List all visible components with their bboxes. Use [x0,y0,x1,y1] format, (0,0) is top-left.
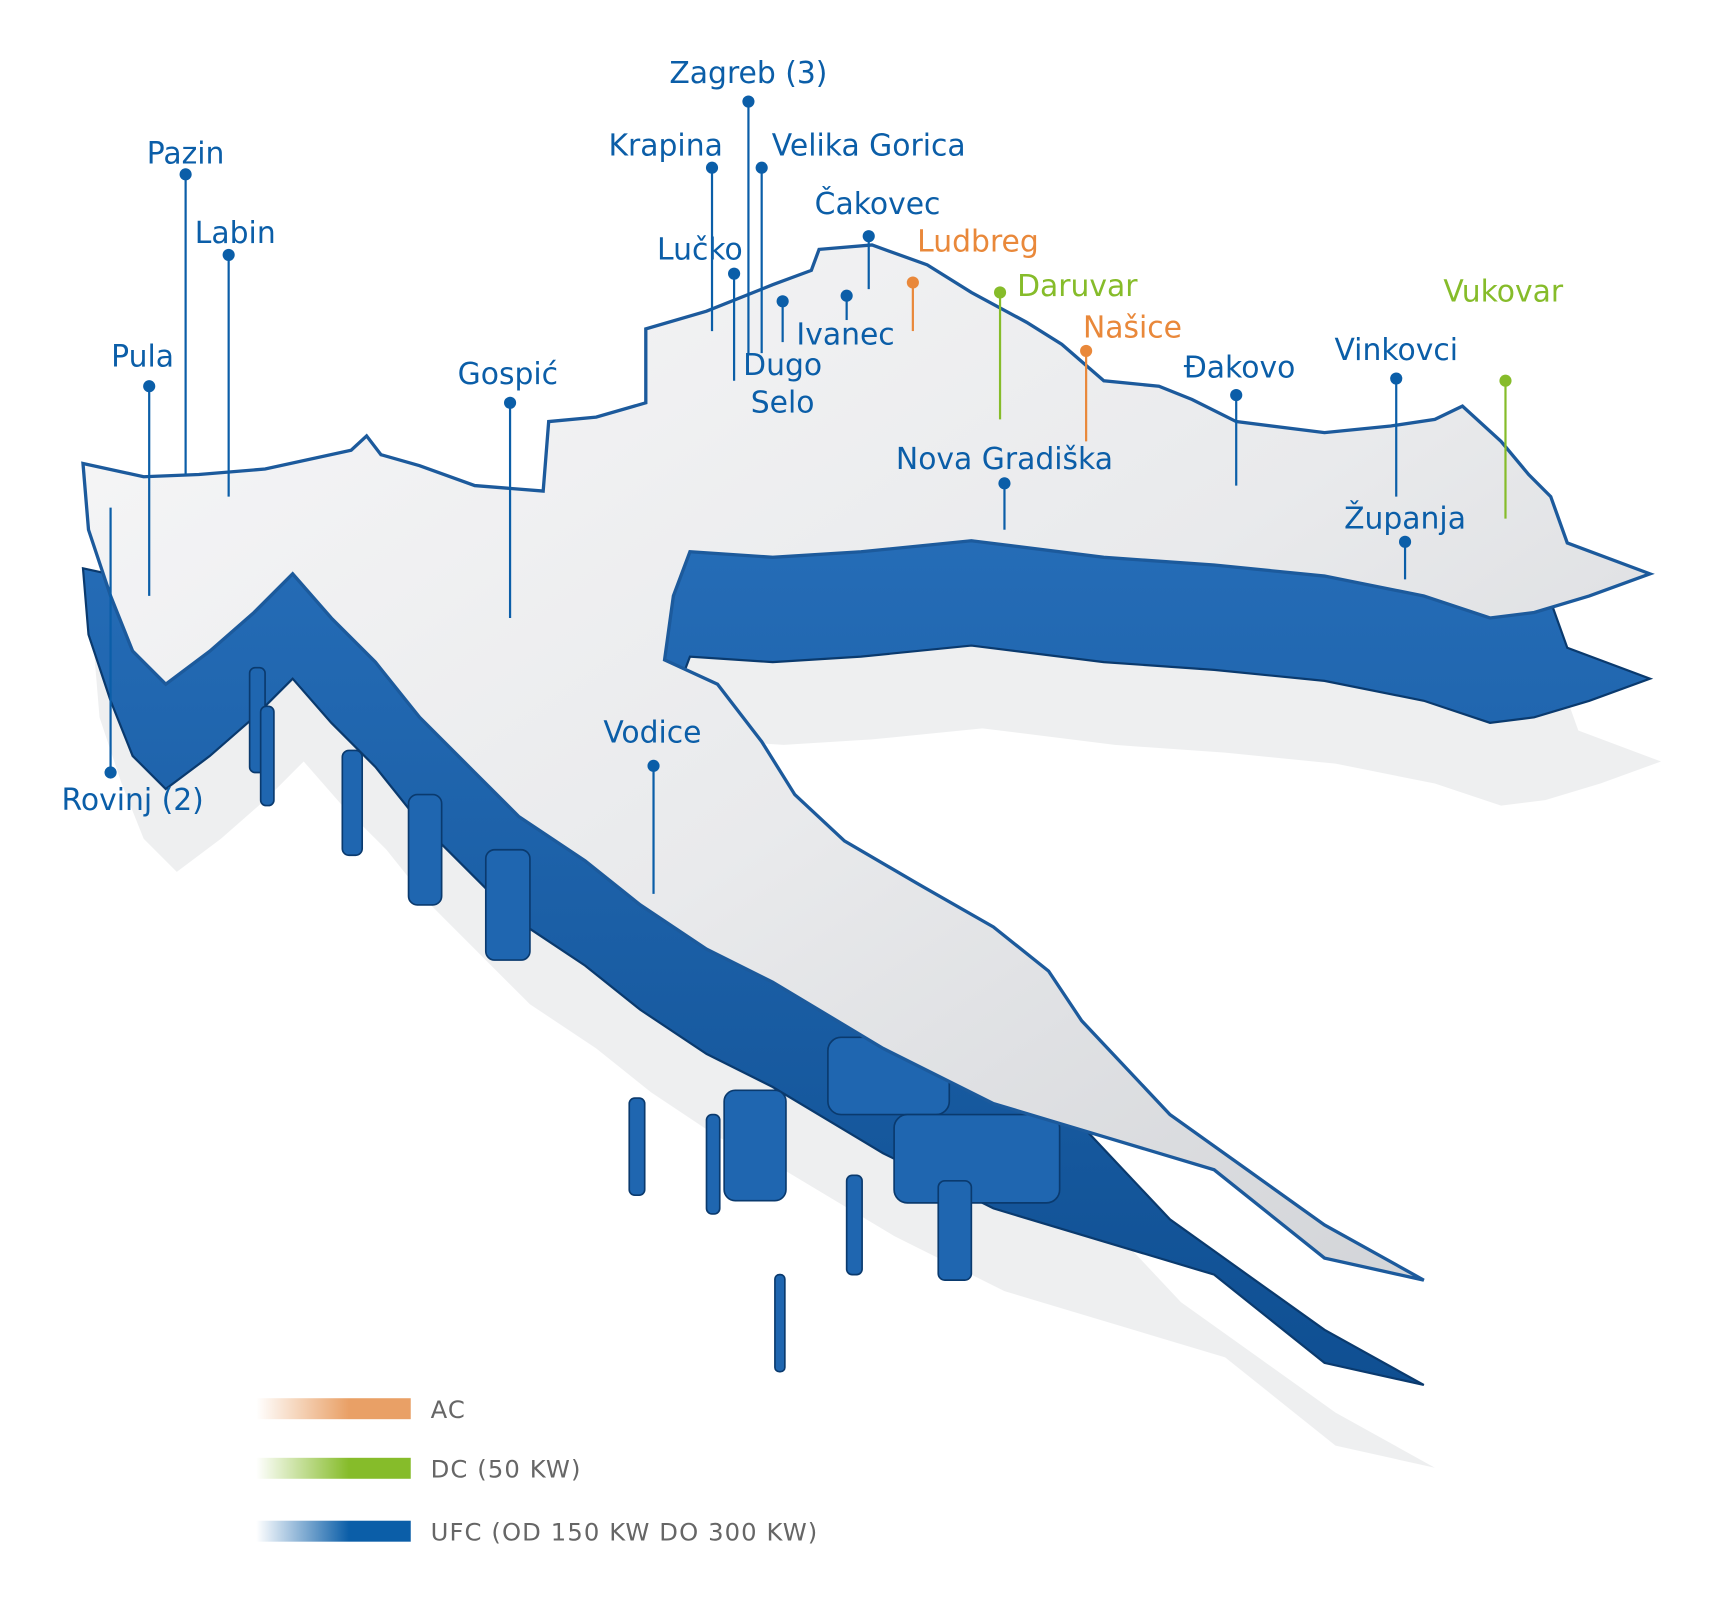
pin-akovo: Đakovo [1184,350,1296,486]
pin-dot-icon [1398,535,1412,548]
location-label: Dugo [743,348,822,383]
location-label: Ludbreg [917,225,1039,260]
pin-dot-icon [222,248,235,261]
legend-swatch-ufc [256,1520,411,1542]
location-label: Rovinj (2) [62,783,204,818]
pin-ivanec: Ivanec [796,289,895,352]
pin-dot-icon [104,766,117,779]
pin-daruvar: Daruvar [993,269,1138,420]
pin-vukovar: Vukovar [1443,274,1564,519]
pin-vinkovci: Vinkovci [1334,333,1458,497]
pin-dot-icon [647,759,660,772]
pin-velika-gorica: Velika Gorica [755,129,966,354]
pin-dot-icon [998,477,1011,490]
location-label: Gospić [458,357,558,392]
location-label: Ivanec [796,317,894,352]
pin-lu-ko: Lučko [657,232,743,381]
location-label: Pazin [147,136,225,171]
map-top-surface [81,243,1655,1282]
pin-akovec: Čakovec [815,185,941,290]
pin-pula: Pula [111,339,174,596]
pin-dot-icon [862,230,875,243]
pin-gospi: Gospić [458,357,558,618]
pin-nova-gradi-ka: Nova Gradiška [896,442,1113,530]
pin-dot-icon [840,289,853,302]
pin-na-ice: Našice [1080,311,1182,442]
location-pins: Zagreb (3) Krapina Velika GoricaČakovecLud… [62,56,1564,894]
legend-label-dc: DC (50 KW) [431,1455,582,1484]
location-label: Krapina [609,129,723,164]
pin-upanja: Županja [1344,501,1466,580]
location-label: Čakovec [815,185,941,222]
pin-rovinj-2: Rovinj (2) [62,507,204,818]
location-label: Lučko [657,232,743,267]
pin-pazin: Pazin [147,136,225,475]
location-label: Velika Gorica [772,129,966,164]
location-label: Daruvar [1017,269,1138,304]
pin-dot-icon [993,286,1007,299]
location-label: Vinkovci [1334,333,1458,368]
pin-dot-icon [503,396,517,409]
location-label: Našice [1083,311,1182,346]
pin-zagreb-3: Zagreb (3) [669,56,827,354]
legend: AC DC (50 KW) UFC (OD 150 KW DO 300 KW) [256,1395,819,1547]
pin-dot-icon [906,276,919,289]
pin-vodice: Vodice [603,716,702,894]
location-label: Vukovar [1443,274,1564,309]
location-label: Pula [111,339,174,374]
legend-label-ac: AC [431,1395,466,1424]
location-label: Nova Gradiška [896,442,1113,477]
location-label: Županja [1344,501,1466,537]
pin-dot-icon [728,267,741,280]
pin-dot-icon [1390,372,1403,385]
pin-dot-icon [755,161,768,174]
pin-krapina: Krapina [609,129,723,332]
pin-dot-icon [143,380,156,393]
pin-dot-icon [179,168,192,181]
location-label-line2: Selo [751,386,815,421]
legend-swatch-ac [256,1398,411,1420]
islands [248,666,1061,1373]
location-label: Đakovo [1184,350,1296,385]
location-label: Labin [195,216,276,251]
pin-dot-icon [776,295,789,308]
pin-dot-icon [1080,344,1093,358]
pin-dot-icon [1230,389,1243,402]
pin-dot-icon [742,95,755,108]
legend-label-ufc: UFC (OD 150 KW DO 300 KW) [431,1518,819,1547]
pin-dot-icon [705,161,719,174]
location-label: Vodice [603,716,701,751]
location-label: Zagreb (3) [669,56,827,91]
pin-dot-icon [1499,374,1512,387]
legend-swatch-dc [256,1457,411,1479]
pin-ludbreg: Ludbreg [906,225,1039,332]
pin-labin: Labin [195,216,276,497]
